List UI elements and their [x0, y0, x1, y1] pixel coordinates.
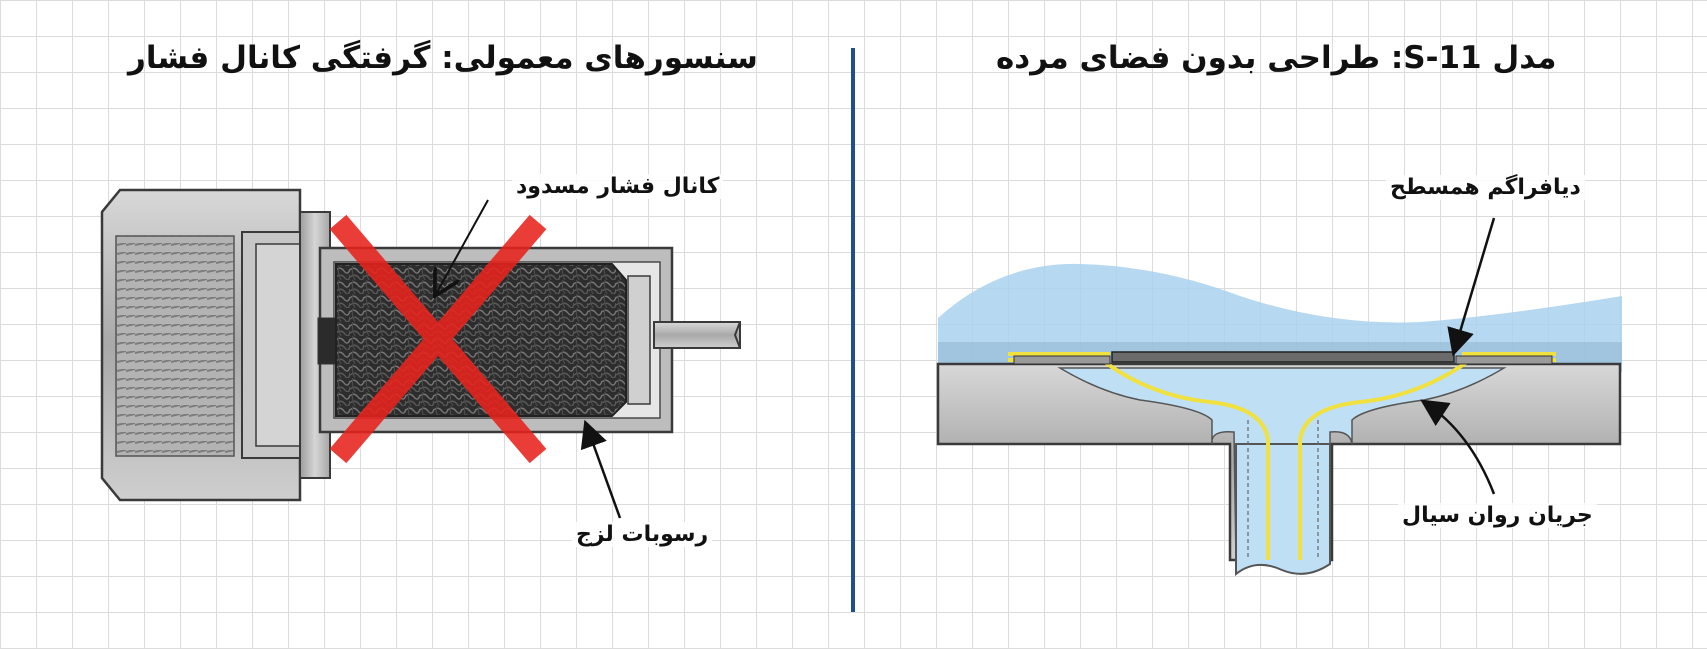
flow-label: جریان روان سیال — [1398, 503, 1597, 528]
right-panel-title: مدل S-11: طراحی بدون فضای مرده — [996, 40, 1557, 76]
diaphragm-pointer — [1447, 217, 1496, 357]
thread-region — [115, 235, 235, 457]
flush-diaphragm-illustration — [936, 217, 1622, 577]
left-panel-title: سنسورهای معمولی: گرفتگی کانال فشار — [128, 40, 758, 76]
sediment-pointer — [580, 419, 622, 519]
blocked-cross-mark — [329, 214, 547, 464]
diaphragm-label: دیافراگم همسطح — [1386, 175, 1585, 200]
flow-path — [1008, 352, 1556, 560]
blocked-channel-pointer — [436, 199, 489, 294]
blocked-channel-label: کانال فشار مسدود — [512, 174, 724, 199]
sensor-stem — [653, 321, 741, 349]
flow-pointer — [1420, 399, 1496, 495]
conventional-sensor-illustration — [100, 188, 741, 519]
sediment-label: رسوبات لزج — [572, 522, 713, 547]
flush-diaphragm — [1111, 351, 1455, 363]
